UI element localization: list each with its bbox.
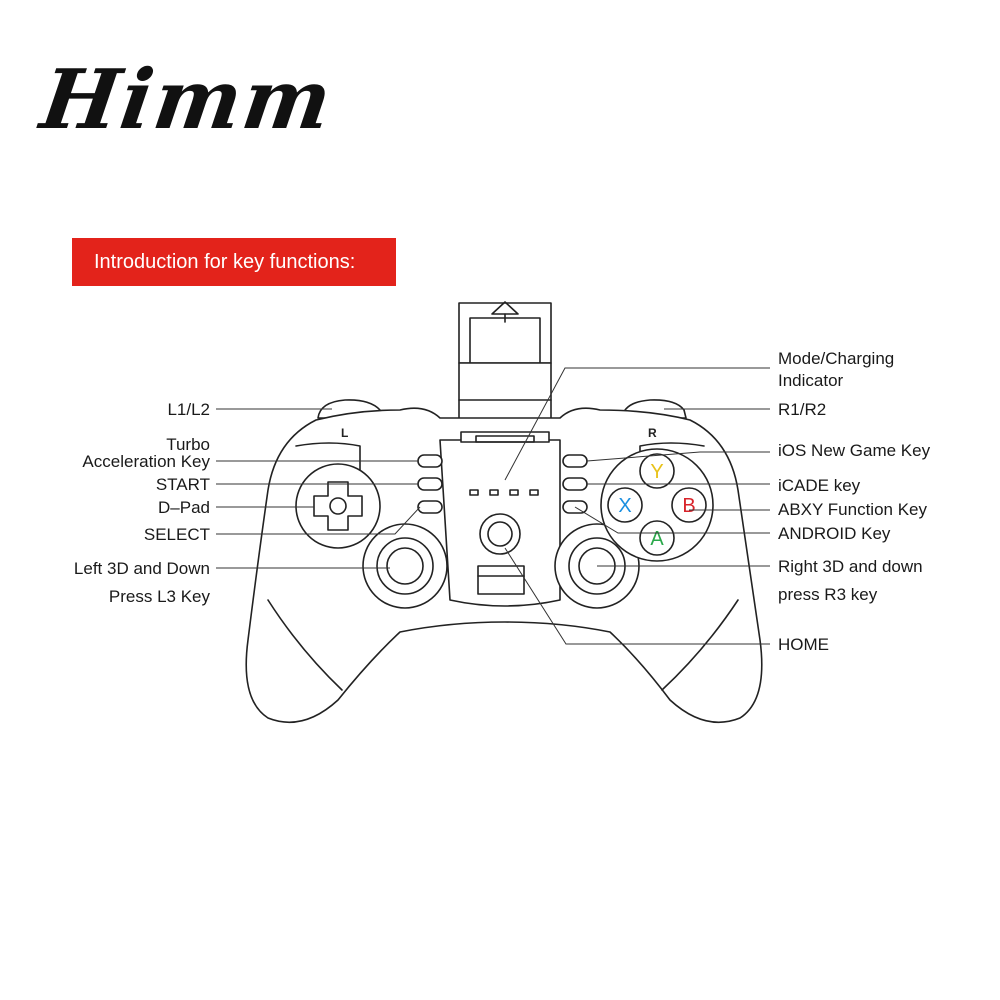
leader-select [216, 506, 421, 535]
label-android-key: ANDROID Key [778, 524, 891, 543]
label-start: START [155, 475, 210, 494]
y-button [639, 453, 675, 489]
home-button [479, 513, 521, 555]
icade-key-button [562, 477, 588, 491]
label-dpad: D–Pad [158, 498, 210, 517]
leader-mode [504, 367, 770, 481]
turbo-button [417, 454, 443, 468]
label-home: HOME [778, 635, 829, 654]
leader-ios [586, 451, 770, 462]
start-button [417, 477, 443, 491]
face-letter-a: A [650, 528, 664, 550]
label-left3d-line2: Press L3 Key [108, 587, 210, 606]
x-button [607, 487, 643, 523]
label-left3d-line1: Left 3D and Down [73, 559, 210, 578]
label-right3d-line1: Right 3D and down [778, 557, 923, 576]
label-ios-key: iOS New Game Key [778, 441, 931, 460]
face-letter-x: X [618, 495, 631, 517]
label-turbo-line1: Turbo [166, 435, 210, 454]
b-button [671, 487, 707, 523]
label-right3d-line2: press R3 key [778, 585, 878, 604]
ios-key-button [562, 454, 588, 468]
phone-clamp [458, 301, 552, 434]
label-abxy-key: ABXY Function Key [778, 500, 927, 519]
label-l1-l2: L1/L2 [167, 400, 210, 419]
intro-banner: Introduction for key functions: [72, 238, 396, 286]
label-r1-r2: R1/R2 [778, 400, 827, 419]
d-pad [295, 463, 381, 549]
label-select: SELECT [143, 525, 210, 544]
leader-android [574, 506, 770, 534]
left-thumbstick [362, 523, 448, 609]
label-icade-key: iCADE key [778, 476, 861, 495]
face-letter-y: Y [650, 461, 663, 483]
leader-home [504, 547, 770, 645]
select-button [417, 500, 443, 514]
shoulder-letter-right: R [648, 426, 657, 440]
face-letter-b: B [682, 495, 695, 517]
label-mode-line1: Mode/Charging [778, 349, 895, 368]
shoulder-letter-left: L [341, 426, 348, 440]
label-mode-line2: Indicator [778, 371, 844, 390]
a-button [639, 520, 675, 556]
label-turbo-line2: Acceleration Key [82, 452, 210, 471]
